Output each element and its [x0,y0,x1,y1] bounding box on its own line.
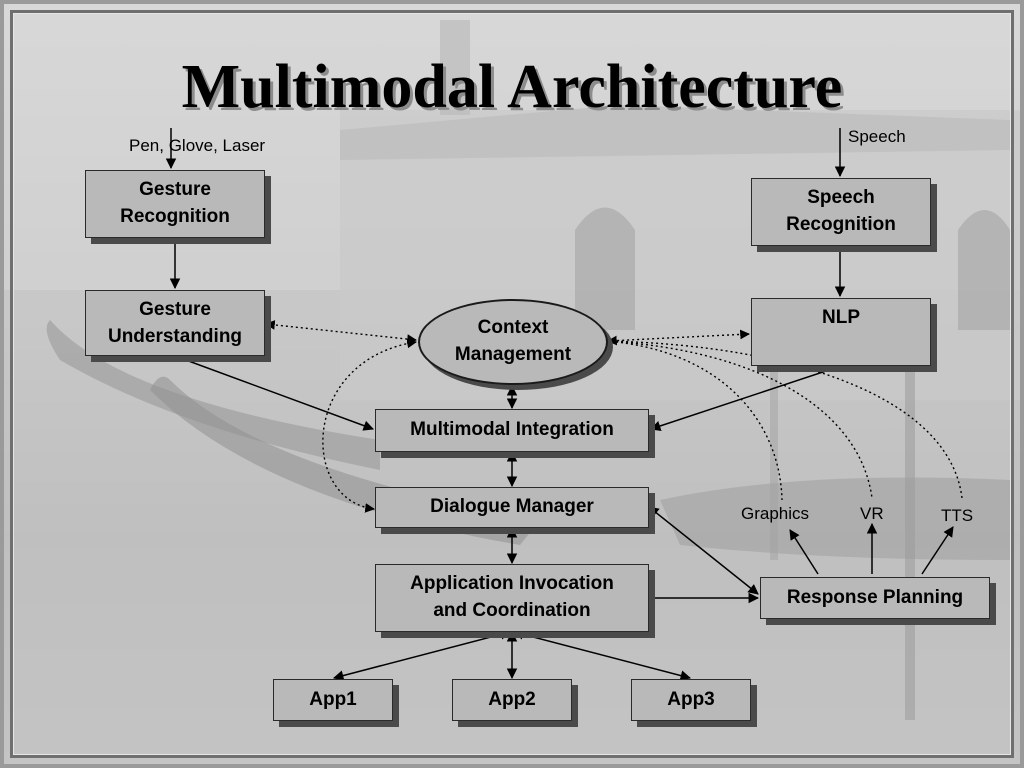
dotted-gesture-und-ctx [265,320,417,344]
app3-box: App3 [631,679,751,721]
app1-box: App1 [273,679,393,721]
slide-title: Multimodal Architecture [181,53,843,121]
arrow-rp-graphics [789,529,819,575]
vr-output-label: VR [860,504,884,523]
gesture-input-label: Pen, Glove, Laser [129,136,266,155]
speech-recognition-box: Speech Recognition [751,178,931,246]
application-invocation-box: Application Invocation and Coordination [375,564,649,632]
gesture-recognition-box: Gesture Recognition [85,170,265,238]
graphics-output-label: Graphics [741,504,810,523]
dotted-ctx-dm [322,338,417,513]
arrow-app-app1 [332,629,512,681]
dialogue-manager-box: Dialogue Manager [375,487,649,528]
tts-output-label: TTS [941,506,974,525]
response-planning-box: Response Planning [760,577,990,619]
arrow-nlp-to-mmi [650,366,839,432]
dotted-nlp-ctx [607,329,750,346]
arrow-rp-tts [921,526,954,575]
app2-box: App2 [452,679,572,721]
dotted-ctx-graphics [605,340,783,501]
gesture-understanding-box: Gesture Understanding [85,290,265,356]
arrow-gesture-und-to-mmi [174,355,374,431]
context-management-ellipse: Context Management [418,299,608,385]
multimodal-integration-box: Multimodal Integration [375,409,649,452]
dotted-ctx-tts [605,340,963,499]
arrow-app-app3 [512,629,692,681]
arrow-dm-rp [648,506,759,595]
speech-input-label: Speech [848,127,906,146]
nlp-box: NLP [751,298,931,366]
